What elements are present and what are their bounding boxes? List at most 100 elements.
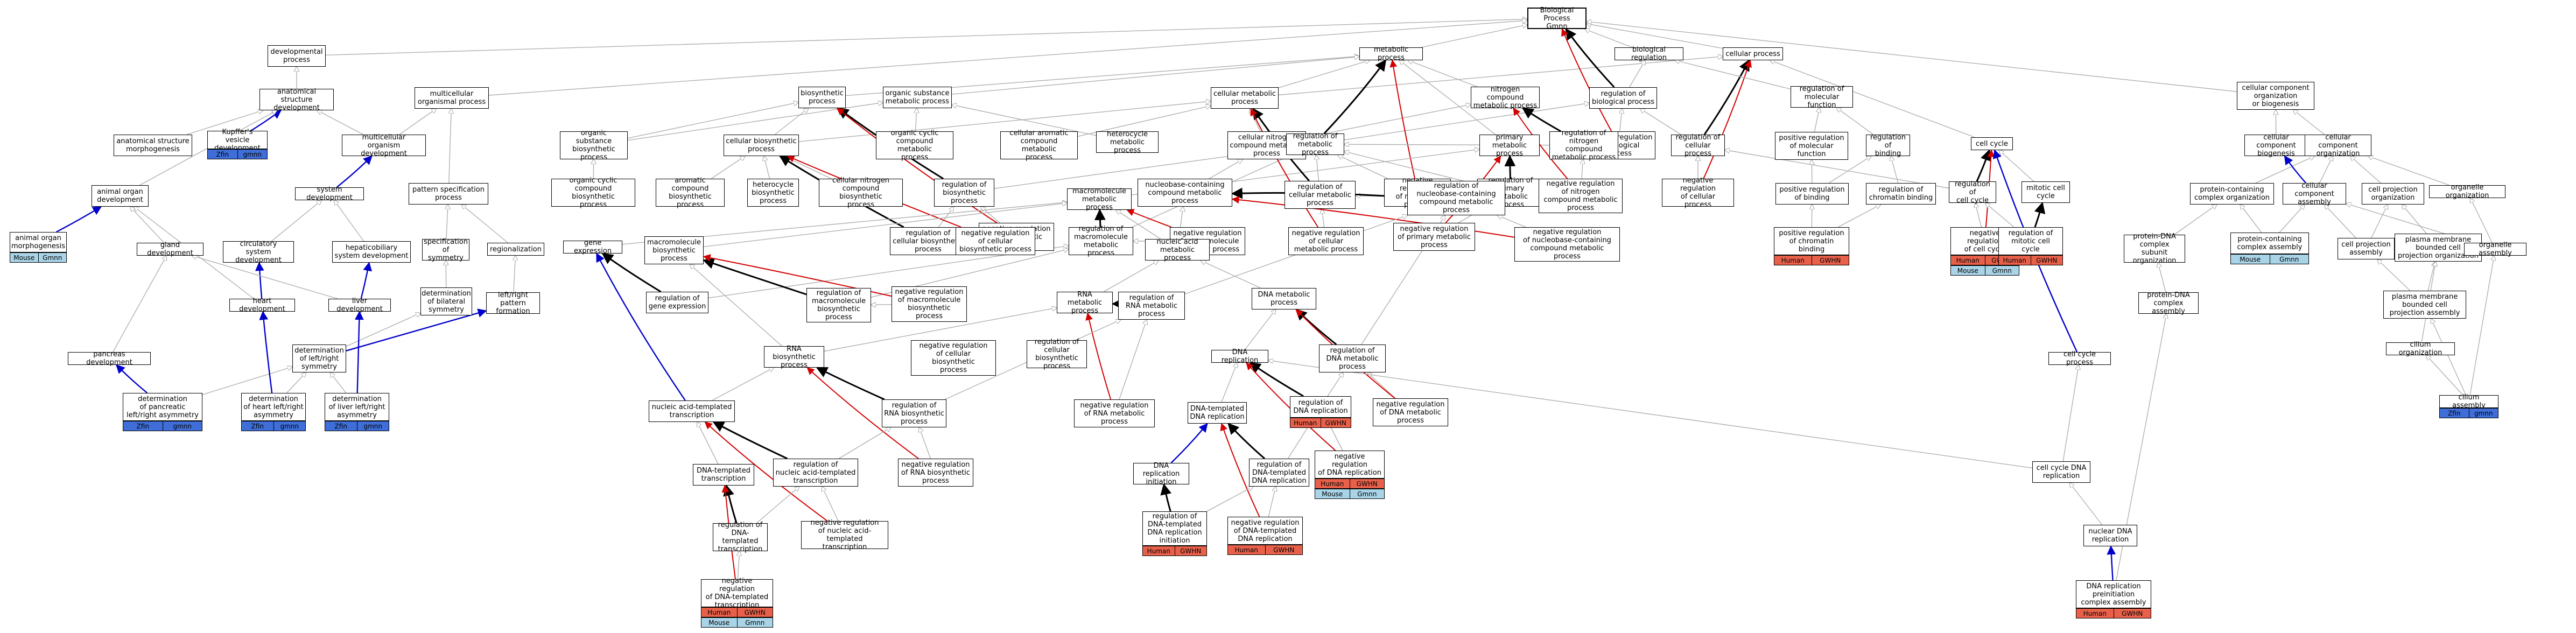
go-term-regcc[interactable]: regulation of cell cycle xyxy=(1949,180,1996,205)
go-term-regdnamp[interactable]: regulation of DNA metabolic process xyxy=(1319,344,1386,372)
go-term-ndr[interactable]: nuclear DNA replication xyxy=(2083,525,2137,546)
go-term-bioreg[interactable]: biological regulation xyxy=(1615,46,1683,62)
go-term-pmp[interactable]: primary metabolic process xyxy=(1479,133,1540,158)
go-term-dev[interactable]: developmental process xyxy=(268,45,326,67)
go-term-pcco[interactable]: protein-containing complex organization xyxy=(2190,183,2274,205)
go-term-dtdr[interactable]: DNA-templated DNA replication xyxy=(1188,402,1247,424)
go-term-hsd[interactable]: hepaticobiliary system development xyxy=(332,241,411,263)
go-term-mbp[interactable]: macromolecule biosynthetic process xyxy=(644,236,704,264)
go-term-regionalization[interactable]: regionalization xyxy=(487,243,544,256)
go-term-osbp[interactable]: organic substance biosynthetic process xyxy=(560,129,628,161)
go-term-posbind[interactable]: positive regulation of binding xyxy=(1775,183,1849,205)
go-term-pdcso[interactable]: protein-DNA complex subunit organization xyxy=(2124,233,2185,265)
go-term-cellcycle[interactable]: cell cycle xyxy=(1971,137,2013,150)
go-term-regbind[interactable]: regulation of binding xyxy=(1866,133,1910,158)
go-term-asm[interactable]: anatomical structure morphogenesis xyxy=(114,135,192,156)
go-term-regcbs2[interactable]: regulation of cellular biosynthetic proc… xyxy=(1027,338,1087,370)
go-term-nitro[interactable]: nitrogen compound metabolic process xyxy=(1471,86,1540,110)
go-term-bp[interactable]: Biological Process Gmnn xyxy=(1527,6,1587,31)
go-term-regcp[interactable]: regulation of cellular process xyxy=(1671,133,1725,158)
go-term-ocbp[interactable]: organic cyclic compound biosynthetic pro… xyxy=(551,177,635,209)
go-term-regge[interactable]: regulation of gene expression xyxy=(646,292,708,313)
go-term-cpo[interactable]: cell projection organization xyxy=(2362,183,2424,205)
go-term-regmf[interactable]: regulation of molecular function xyxy=(1791,85,1853,109)
go-term-dnamp[interactable]: DNA metabolic process xyxy=(1252,288,1316,310)
go-term-sysdev[interactable]: system development xyxy=(295,186,364,202)
go-term-negpmp[interactable]: negative regulation of primary metabolic… xyxy=(1393,223,1475,251)
go-term-negdnamp[interactable]: negative regulation of DNA metabolic pro… xyxy=(1373,398,1448,426)
go-term-csd[interactable]: circulatory system development xyxy=(223,240,294,264)
go-term-hcm[interactable]: heterocycle metabolic process xyxy=(1096,130,1159,154)
go-term-pancreas[interactable]: pancreas development xyxy=(68,350,151,367)
go-term-regdnarep[interactable]: regulation of DNA replication xyxy=(1290,396,1351,418)
go-term-regncm[interactable]: regulation of nitrogen compound metaboli… xyxy=(1549,129,1618,161)
go-term-metab[interactable]: metabolic process xyxy=(1359,46,1423,62)
go-term-biosyn[interactable]: biosynthetic process xyxy=(798,87,846,108)
go-term-spec[interactable]: specification of symmetry xyxy=(422,238,469,262)
go-term-regdtt[interactable]: regulation of DNA-templated transcriptio… xyxy=(713,521,768,553)
go-term-nam[interactable]: nucleic acid metabolic process xyxy=(1145,238,1210,262)
go-term-cmp[interactable]: cellular metabolic process xyxy=(1211,87,1279,109)
go-term-negcbs[interactable]: negative regulation of cellular biosynth… xyxy=(911,340,996,376)
go-term-negnatt[interactable]: negative regulation of nucleic acid-temp… xyxy=(801,519,888,551)
go-term-negmbp[interactable]: negative regulation of macromolecule bio… xyxy=(892,286,967,322)
go-term-rnamp[interactable]: RNA metabolic process xyxy=(1057,291,1113,315)
go-term-ncm[interactable]: nucleobase-containing compound metabolic… xyxy=(1138,179,1232,207)
go-term-lrs[interactable]: determination of left/right symmetry xyxy=(292,344,346,372)
go-term-oa[interactable]: organelle assembly xyxy=(2464,241,2526,257)
go-term-negdnarep[interactable]: negative regulation of DNA replication xyxy=(1315,451,1385,479)
go-term-posmf[interactable]: positive regulation of molecular functio… xyxy=(1775,132,1848,160)
go-term-regdri[interactable]: regulation of DNA-templated DNA replicat… xyxy=(1142,511,1207,546)
go-term-cilasm[interactable]: cilium assembly xyxy=(2439,393,2498,410)
go-term-drpc[interactable]: DNA replication preinitiation complex as… xyxy=(2076,580,2151,608)
go-term-negrnabp[interactable]: negative regulation of RNA biosynthetic … xyxy=(898,459,973,487)
go-term-cacm[interactable]: cellular aromatic compound metabolic pro… xyxy=(1000,129,1078,161)
go-term-negdtdr[interactable]: negative regulation of DNA-templated DNA… xyxy=(1227,517,1303,545)
go-term-regchrom[interactable]: regulation of chromatin binding xyxy=(1866,183,1936,205)
go-term-regbio[interactable]: regulation of biosynthetic process xyxy=(934,179,994,207)
go-term-regnatt[interactable]: regulation of nucleic acid-templated tra… xyxy=(773,459,858,487)
go-term-kv[interactable]: Kupffer's vesicle development xyxy=(207,128,268,152)
go-term-osm[interactable]: organic substance metabolic process xyxy=(883,87,952,108)
go-term-asd[interactable]: anatomical structure development xyxy=(259,88,334,112)
go-term-heart[interactable]: heart development xyxy=(229,297,295,313)
go-term-pcca[interactable]: protein-containing complex assembly xyxy=(2230,233,2309,254)
go-term-oo[interactable]: organelle organization xyxy=(2429,184,2505,200)
go-term-ccoob[interactable]: cellular component organization or bioge… xyxy=(2237,82,2314,110)
go-term-dliver[interactable]: determination of liver left/right asymme… xyxy=(325,393,389,421)
go-term-dnarep[interactable]: DNA replication xyxy=(1211,348,1268,364)
go-term-cilorg[interactable]: cilium organization xyxy=(2386,341,2455,357)
go-term-acbp[interactable]: aromatic compound biosynthetic process xyxy=(656,177,725,209)
go-term-negncm[interactable]: negative regulation of nitrogen compound… xyxy=(1539,179,1623,213)
go-term-negcbp[interactable]: negative regulation of cellular biosynth… xyxy=(956,227,1035,255)
go-term-ge[interactable]: gene expression xyxy=(563,239,622,255)
go-term-rnabp[interactable]: RNA biosynthetic process xyxy=(764,345,824,369)
go-term-lrp[interactable]: left/right pattern formation xyxy=(486,291,540,315)
go-term-regmmp2[interactable]: regulation of macromolecule biosynthetic… xyxy=(806,288,871,322)
go-term-regdtdr[interactable]: regulation of DNA-templated DNA replicat… xyxy=(1249,459,1309,487)
go-term-dpanc[interactable]: determination of pancreatic left/right a… xyxy=(123,393,202,421)
go-term-liver[interactable]: liver development xyxy=(328,297,391,313)
go-term-regmp[interactable]: regulation of metabolic process xyxy=(1286,132,1344,157)
go-term-mitotic[interactable]: mitotic cell cycle xyxy=(2022,181,2070,203)
go-term-regmit[interactable]: regulation of mitotic cell cycle xyxy=(1998,227,2063,255)
go-term-natt[interactable]: nucleic acid-templated transcription xyxy=(649,400,735,422)
go-term-negnc[interactable]: negative regulation of nucleobase-contai… xyxy=(1514,227,1620,262)
go-term-dtt[interactable]: DNA-templated transcription xyxy=(693,464,754,486)
go-term-regrnamp[interactable]: regulation of RNA metabolic process xyxy=(1118,292,1185,320)
go-term-negrnamp[interactable]: negative regulation of RNA metabolic pro… xyxy=(1074,399,1155,427)
go-term-regbp[interactable]: regulation of biological process xyxy=(1589,87,1657,109)
go-term-cellproc[interactable]: cellular process xyxy=(1723,47,1783,60)
go-term-dri[interactable]: DNA replication initiation xyxy=(1133,462,1189,486)
go-term-ccp[interactable]: cell cycle process xyxy=(2048,350,2111,367)
go-term-regcbp[interactable]: regulation of cellular biosynthetic proc… xyxy=(890,227,966,255)
go-term-ccdr[interactable]: cell cycle DNA replication xyxy=(2032,461,2090,483)
go-term-negcmp[interactable]: negative regulation of cellular metaboli… xyxy=(1288,227,1364,255)
go-term-gland[interactable]: gland development xyxy=(137,241,203,257)
go-term-cbp[interactable]: cellular biosynthetic process xyxy=(724,135,799,156)
go-term-ocm[interactable]: organic cyclic compound metabolic proces… xyxy=(876,129,953,161)
go-term-cca[interactable]: cellular component assembly xyxy=(2283,182,2346,206)
go-term-mop[interactable]: multicellular organismal process xyxy=(415,87,489,109)
go-term-cco[interactable]: cellular component organization xyxy=(2305,133,2371,158)
go-term-poschrom[interactable]: positive regulation of chromatin binding xyxy=(1774,227,1849,255)
